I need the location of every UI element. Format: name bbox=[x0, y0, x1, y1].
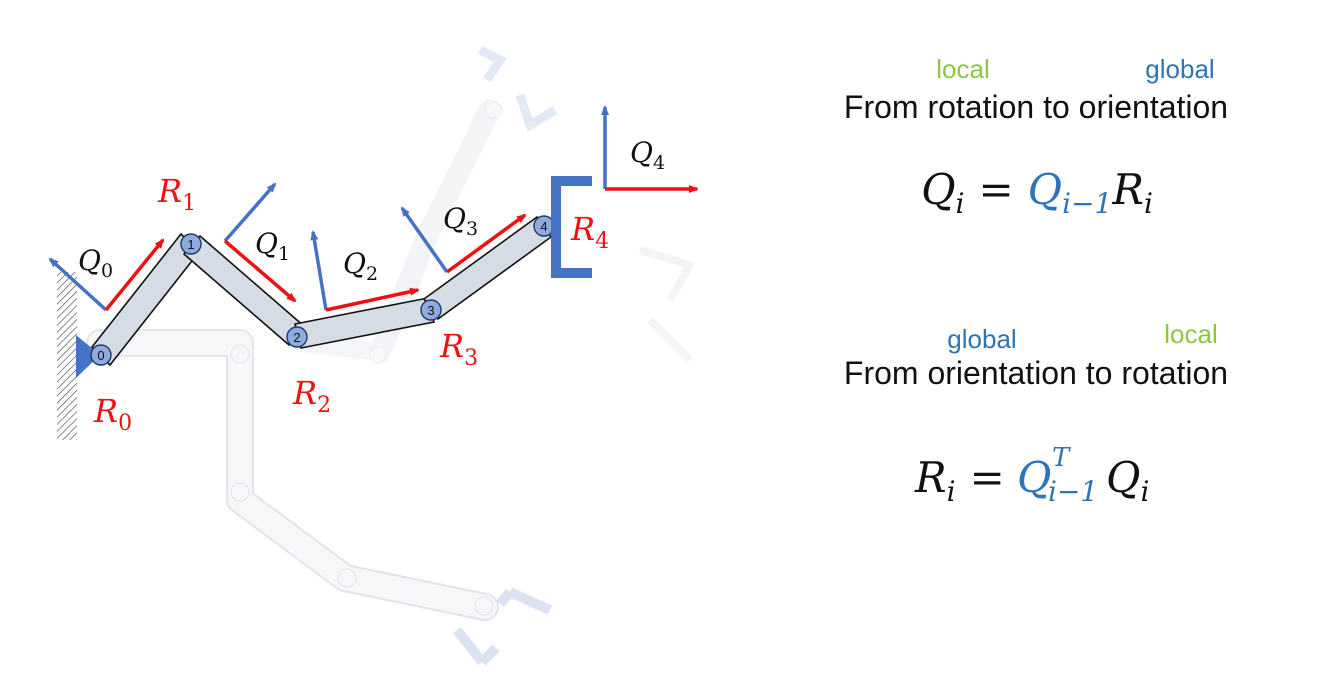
section2-local-label: local bbox=[1164, 319, 1217, 349]
joint-3-label: 3 bbox=[427, 303, 434, 318]
label-r2: R2 bbox=[292, 374, 331, 418]
arm-links bbox=[90, 215, 553, 367]
ghost-gripper-lower bbox=[453, 587, 553, 666]
equation-rotation-transpose: T bbox=[1052, 443, 1071, 473]
label-q4: Q4 bbox=[630, 136, 665, 174]
equation-orientation: Qi=Qi−1Ri bbox=[921, 165, 1153, 220]
q2-axis-arrow bbox=[310, 230, 328, 311]
joint-1: 1 bbox=[180, 233, 202, 255]
label-q0: Q0 bbox=[78, 244, 113, 282]
ghost-gripper-upper bbox=[477, 45, 558, 132]
section-rotation-to-orientation: local global From rotation to orientatio… bbox=[844, 54, 1228, 220]
r1-arrow bbox=[104, 238, 165, 312]
q1-axis-arrow bbox=[223, 182, 277, 243]
ghost-arm-lower bbox=[86, 329, 499, 621]
base-mount bbox=[76, 335, 100, 378]
joint-3: 3 bbox=[420, 299, 442, 321]
equation-rotation-q: Q bbox=[1017, 453, 1051, 502]
joint-2-label: 2 bbox=[293, 330, 300, 345]
label-r3: R3 bbox=[439, 327, 478, 371]
ground-wall bbox=[57, 272, 77, 440]
q3-axis-arrow bbox=[400, 206, 449, 274]
equation-rotation: Ri= Q T i−1 Qi bbox=[914, 443, 1149, 508]
label-r0: R0 bbox=[93, 392, 132, 436]
section1-global-label: global bbox=[1145, 54, 1214, 84]
label-q3: Q3 bbox=[443, 202, 478, 240]
section1-title: From rotation to orientation bbox=[844, 89, 1228, 125]
label-r1: R1 bbox=[157, 172, 196, 216]
equation-rotation-sub: i−1 bbox=[1048, 475, 1098, 508]
ghost-gripper-mid bbox=[638, 246, 696, 363]
joint-0-label: 0 bbox=[97, 348, 104, 363]
section1-local-label: local bbox=[936, 54, 989, 84]
r2-arrow bbox=[223, 239, 297, 303]
section2-title: From orientation to rotation bbox=[844, 355, 1228, 391]
joint-2: 2 bbox=[286, 326, 308, 348]
label-q1: Q1 bbox=[255, 227, 290, 265]
section2-global-label: global bbox=[947, 324, 1016, 354]
joint-4-label: 4 bbox=[540, 219, 547, 234]
joint-1-label: 1 bbox=[187, 237, 194, 252]
section-orientation-to-rotation: global local From orientation to rotatio… bbox=[844, 319, 1228, 508]
joint-0: 0 bbox=[90, 344, 112, 366]
label-r4: R4 bbox=[570, 210, 609, 254]
link-3 bbox=[294, 297, 435, 349]
q0-axis-arrow bbox=[48, 257, 108, 312]
equation-rotation-lhs: Ri= bbox=[914, 453, 1005, 508]
equation-rotation-rhs: Qi bbox=[1106, 453, 1149, 508]
r3-arrow bbox=[325, 287, 420, 312]
r4-arrow bbox=[445, 213, 527, 274]
gripper bbox=[551, 176, 592, 278]
label-q2: Q2 bbox=[343, 247, 378, 285]
